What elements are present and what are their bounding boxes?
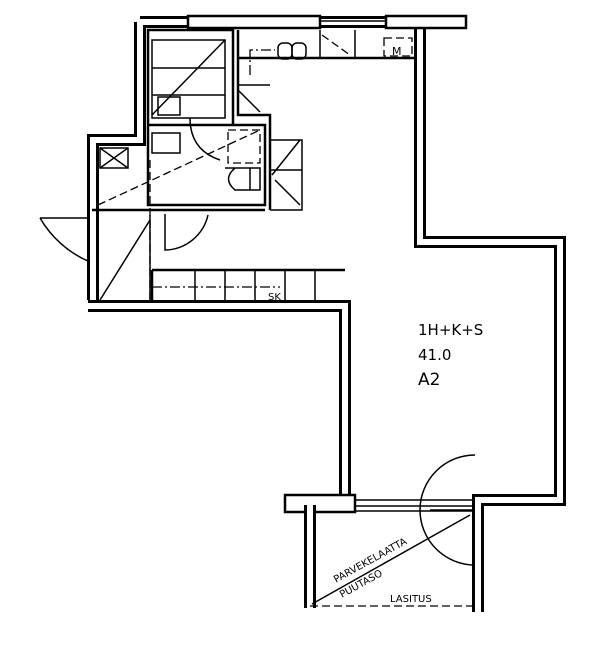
toilet-icon [225, 167, 261, 191]
shower-icon [227, 129, 261, 164]
exterior-walls [87, 16, 566, 612]
coat-closet-icon [99, 147, 129, 169]
room-label: 1H+K+S 41.0 A2 [418, 321, 483, 390]
sink-icon [151, 132, 181, 154]
fridge-label: M [392, 45, 402, 58]
balcony-glazing-label: LASITUS [390, 594, 432, 605]
stove-burner-icon [291, 42, 307, 60]
closet-label: SK [268, 292, 281, 303]
balcony: PARVEKELAATTA PUUTASO LASITUS [304, 454, 476, 608]
apartment-type: 1H+K+S [418, 321, 483, 339]
bathroom [97, 28, 267, 207]
stove-burner-icon [277, 42, 293, 60]
entry [39, 147, 265, 301]
wardrobe: SK [150, 268, 345, 303]
apartment-code: A2 [418, 370, 440, 390]
fridge-icon [383, 37, 413, 57]
apartment-area: 41.0 [418, 346, 451, 364]
floor-drain-icon [157, 96, 181, 116]
balcony-door [419, 454, 476, 566]
windows [186, 14, 475, 514]
kitchen: M [236, 30, 415, 211]
